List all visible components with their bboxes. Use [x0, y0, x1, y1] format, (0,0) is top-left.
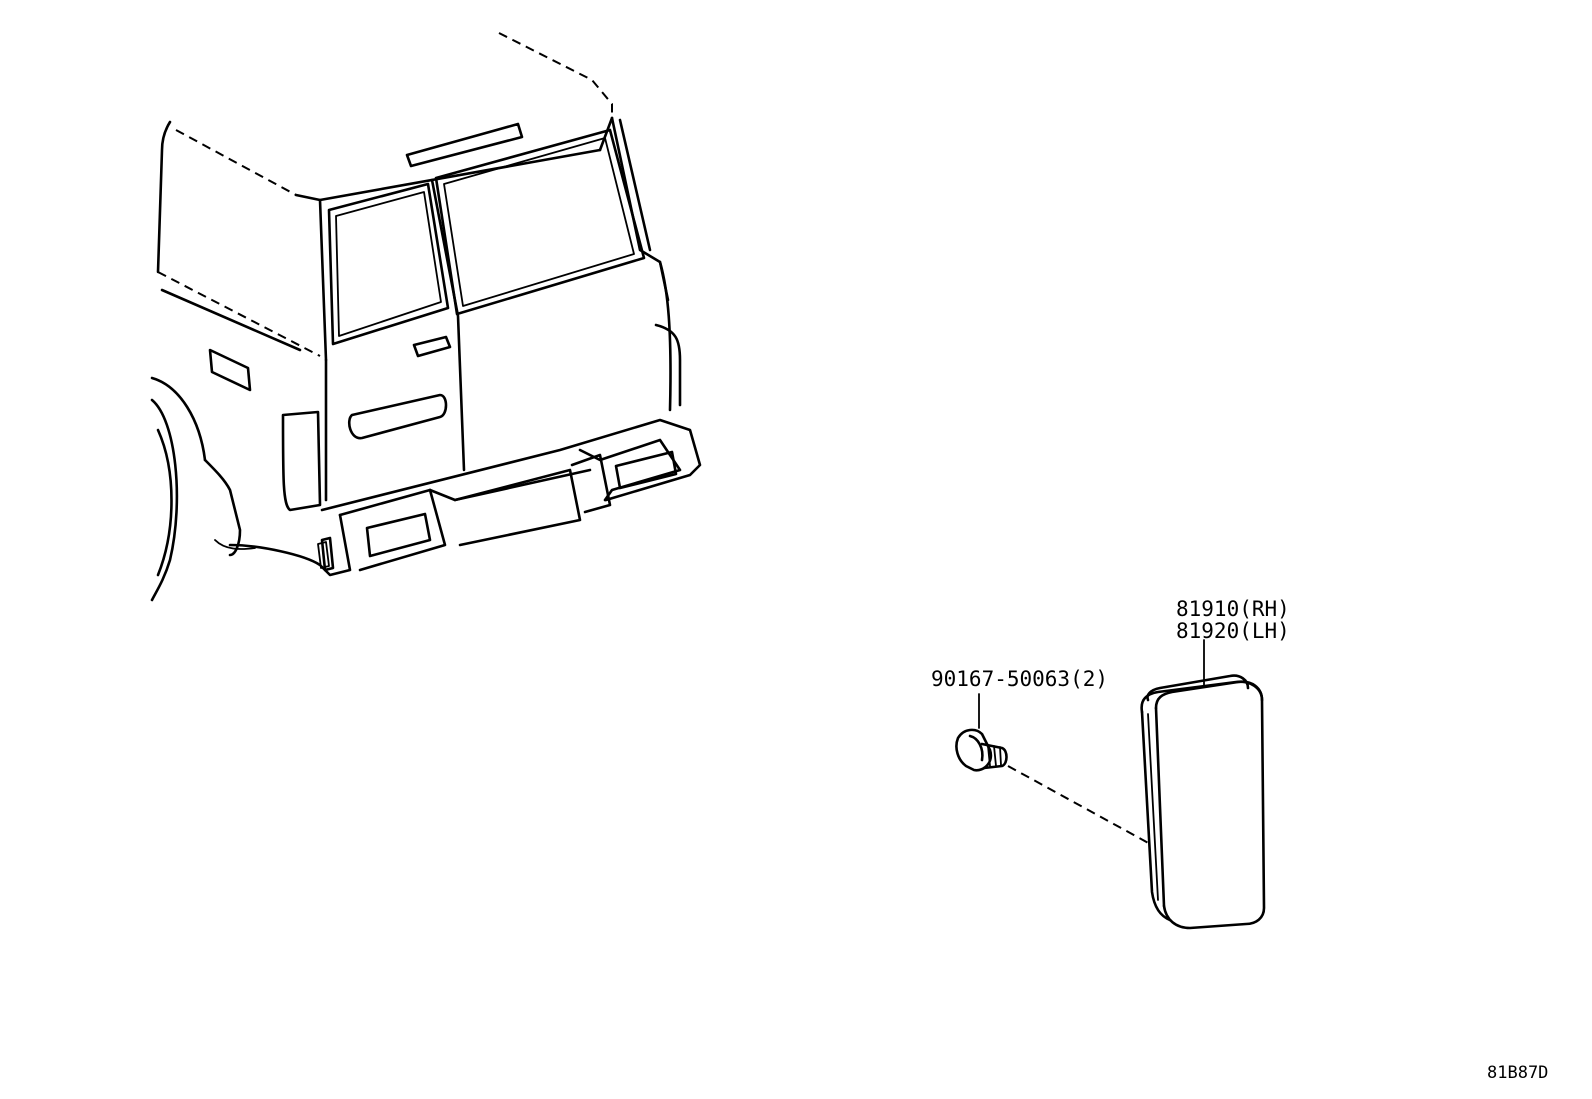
rear-reflector-icon: [1140, 674, 1266, 930]
screw-icon: [955, 728, 1008, 772]
reflector-part-number-rh[interactable]: 81910(RH): [1176, 597, 1290, 621]
screw-part-number[interactable]: 90167-50063(2): [931, 667, 1108, 691]
suv-rear-view-icon: [150, 32, 702, 602]
assembly-line: [1007, 765, 1153, 846]
reflector-part-number-lh[interactable]: 81920(LH): [1176, 619, 1290, 643]
illustration-code: 81B87D: [1487, 1063, 1548, 1083]
